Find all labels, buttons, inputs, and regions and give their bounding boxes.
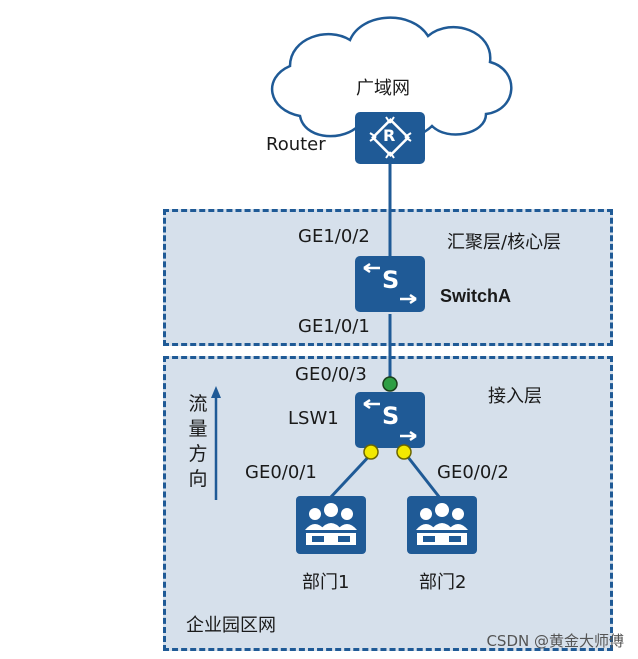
dept2-label: 部门2 — [419, 572, 467, 593]
flow-direction-label: 流 量 方 向 — [187, 392, 209, 492]
dept1-users-icon — [296, 496, 366, 554]
link-lsw1-dept1 — [328, 450, 375, 500]
switcha-port-up-label: GE1/0/2 — [298, 226, 370, 247]
lsw1-label: LSW1 — [288, 408, 339, 429]
flow-char: 流 — [188, 393, 208, 415]
core-layer-label: 汇聚层/核心层 — [447, 232, 562, 253]
access-layer-label: 接入层 — [488, 386, 542, 407]
port-ge003-status — [382, 376, 398, 392]
wan-label: 广域网 — [356, 78, 410, 99]
link-lsw1-dept2 — [402, 451, 442, 499]
campus-label: 企业园区网 — [186, 615, 276, 636]
flow-char: 向 — [188, 468, 208, 490]
flow-char: 方 — [188, 443, 208, 465]
lsw1-port-up-label: GE0/0/3 — [295, 364, 367, 385]
switcha-port-down-label: GE1/0/1 — [298, 316, 370, 337]
dept2-users-icon — [407, 496, 477, 554]
router-glyph: R — [383, 126, 396, 145]
switcha-label: SwitchA — [440, 286, 512, 306]
switcha-glyph: S — [382, 266, 400, 294]
lsw1-glyph: S — [382, 402, 400, 430]
flow-direction-arrow-icon — [211, 386, 221, 500]
watermark: CSDN @黄金大师傅 — [486, 632, 624, 650]
lsw1-icon — [355, 392, 425, 448]
dept1-label: 部门1 — [302, 572, 350, 593]
lsw1-port-left-label: GE0/0/1 — [245, 462, 317, 483]
lsw1-port-right-label: GE0/0/2 — [437, 462, 509, 483]
switcha-icon — [355, 256, 425, 312]
port-ge002-status — [396, 444, 412, 460]
router-icon — [355, 112, 425, 164]
port-ge001-status — [363, 444, 379, 460]
router-label: Router — [266, 134, 326, 155]
flow-char: 量 — [188, 418, 208, 440]
